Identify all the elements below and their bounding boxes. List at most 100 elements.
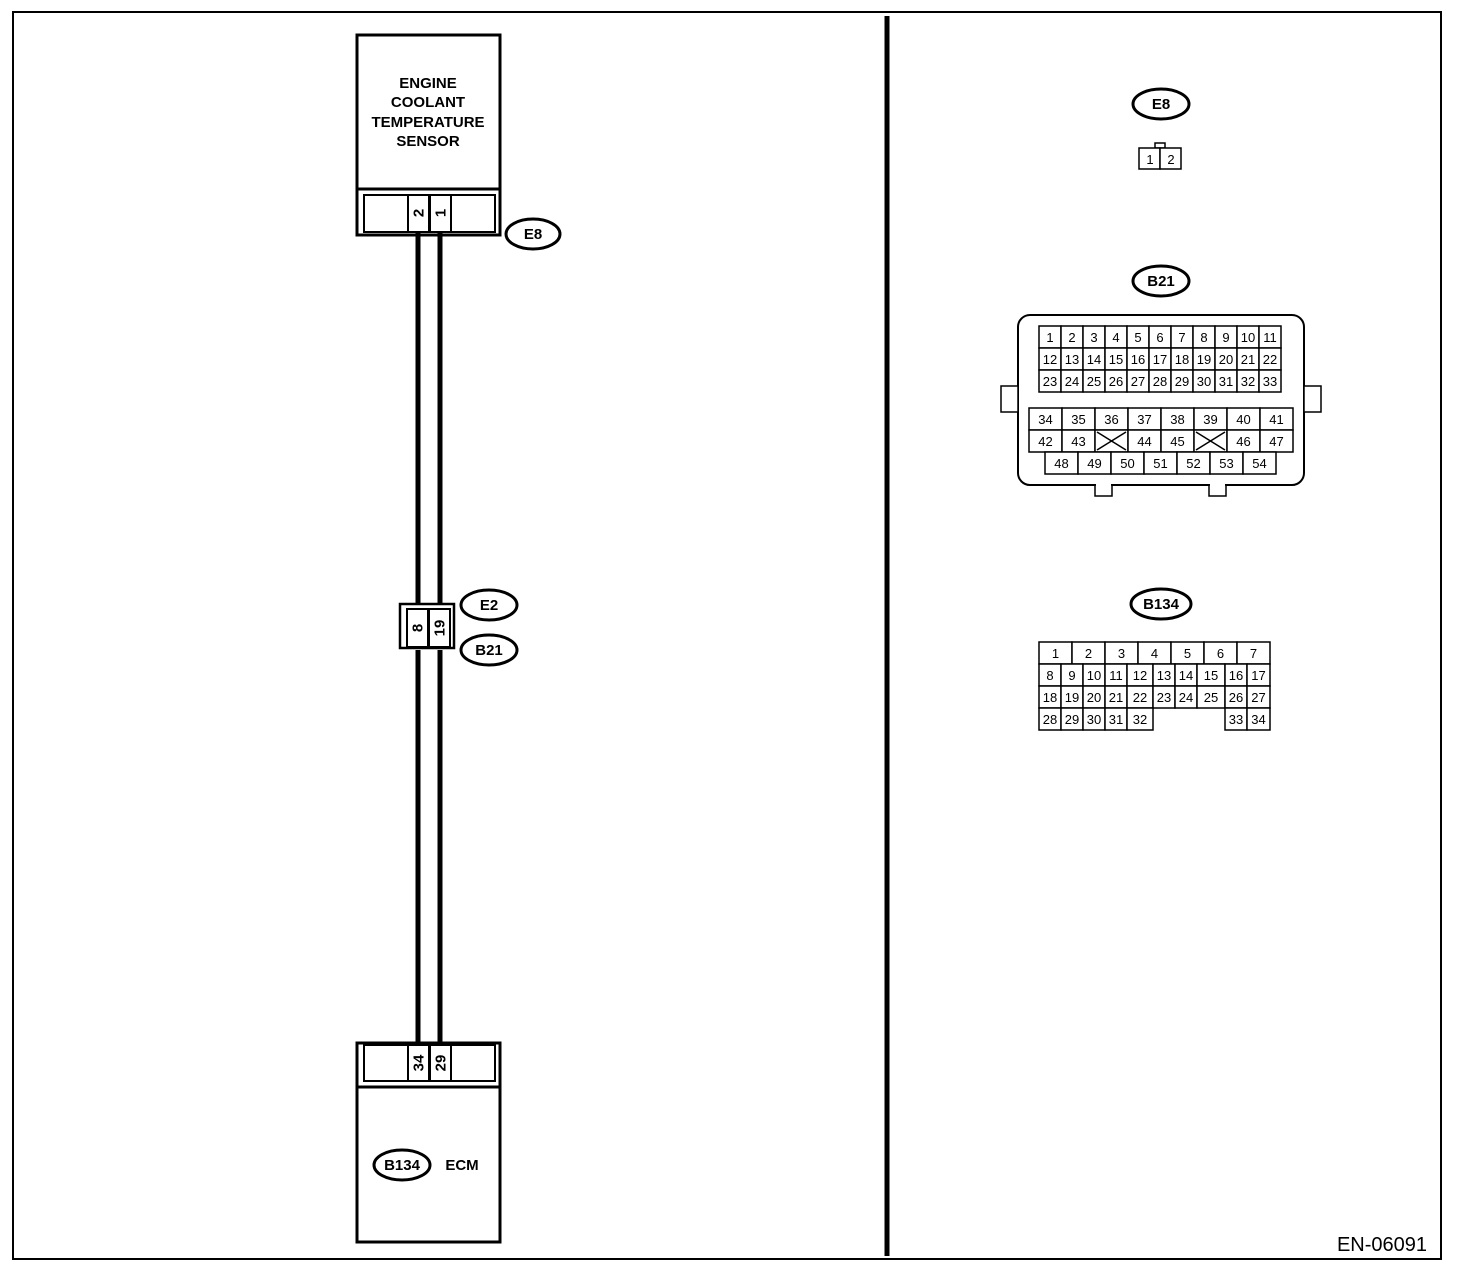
b134-pin-label: 20 (1087, 690, 1101, 705)
ecm-pin-label: 34 (411, 1054, 428, 1071)
b134-pin-label: 2 (1085, 646, 1092, 661)
b21-pin-label: 38 (1170, 412, 1184, 427)
sensor-pin-label: 2 (411, 209, 428, 217)
b21-pin-label: 13 (1065, 352, 1079, 367)
b134-pin-label: 31 (1109, 712, 1123, 727)
b134-pin-label: 24 (1179, 690, 1193, 705)
b21-pin-label: 37 (1137, 412, 1151, 427)
b134-pin-label: 13 (1157, 668, 1171, 683)
b134-pin-label: 1 (1052, 646, 1059, 661)
b134-pin-label: 15 (1204, 668, 1218, 683)
b21-pin-label: 34 (1038, 412, 1052, 427)
b21-pin-label: 20 (1219, 352, 1233, 367)
sensor-title-line: TEMPERATURE (371, 114, 484, 131)
sensor-title-line: ENGINE (399, 75, 457, 92)
b21-pin-label: 51 (1153, 456, 1167, 471)
b134-pin-label: 12 (1133, 668, 1147, 683)
b21-pin-label: 14 (1087, 352, 1101, 367)
b134-pin-label: 17 (1251, 668, 1265, 683)
b134-pin-label: 16 (1229, 668, 1243, 683)
sensor-connector-tag: E8 (504, 217, 562, 251)
b21-pin-label: 39 (1203, 412, 1217, 427)
b21-pin-label: 25 (1087, 374, 1101, 389)
b21-pin-label: 50 (1120, 456, 1134, 471)
b21-pin-label: 54 (1252, 456, 1266, 471)
b21-pin-label: 6 (1156, 330, 1163, 345)
b21-pin-label: 31 (1219, 374, 1233, 389)
b21-pin-label: 22 (1263, 352, 1277, 367)
b21-pin-cell (1242, 451, 1277, 475)
tag-oval (504, 217, 562, 251)
b134-pin-label: 29 (1065, 712, 1079, 727)
joint-pin-cell (428, 608, 451, 648)
b134-pin-label: 23 (1157, 690, 1171, 705)
b21-pin-label: 52 (1186, 456, 1200, 471)
b134-pin-label: 3 (1118, 646, 1125, 661)
tag-oval (1129, 587, 1193, 621)
b21-pin-label: 48 (1054, 456, 1068, 471)
unused-pin-mark (1195, 431, 1226, 451)
joint-connector: 8 19 (398, 602, 456, 650)
sensor-pin-cell (429, 194, 452, 233)
b134-pin-label: 25 (1204, 690, 1218, 705)
b134-pin-label: 30 (1087, 712, 1101, 727)
tag-text: B21 (475, 642, 503, 659)
e8-pin-cell (1159, 147, 1182, 170)
b21-pin-label: 40 (1236, 412, 1250, 427)
b21-pin-label: 7 (1178, 330, 1185, 345)
b134-pin-label: 5 (1184, 646, 1191, 661)
b134-pin-label: 28 (1043, 712, 1057, 727)
ecm-pin-cell (429, 1044, 452, 1082)
b134-pin-label: 8 (1046, 668, 1053, 683)
b21-pin-label: 15 (1109, 352, 1123, 367)
b21-pin-label: 12 (1043, 352, 1057, 367)
b21-pin-label: 42 (1038, 434, 1052, 449)
housing-side-tab (1303, 385, 1322, 413)
tag-text: E2 (480, 597, 498, 614)
b134-pin-label: 22 (1133, 690, 1147, 705)
sensor-block: ENGINE COOLANT TEMPERATURE SENSOR 2 1 (355, 33, 502, 237)
harness-wires (415, 233, 443, 1044)
tag-text: E8 (524, 226, 542, 243)
b134-pin-label: 19 (1065, 690, 1079, 705)
b21-pin-label: 32 (1241, 374, 1255, 389)
b21-pin-label: 27 (1131, 374, 1145, 389)
b21-pin-label: 21 (1241, 352, 1255, 367)
b134-pin-label: 34 (1251, 712, 1265, 727)
joint-pin-label: 8 (410, 624, 427, 632)
b21-pin-label: 33 (1263, 374, 1277, 389)
b21-pin-label: 9 (1222, 330, 1229, 345)
b21-pin-label: 46 (1236, 434, 1250, 449)
housing-side-tab (1000, 385, 1019, 413)
ecm-label: ECM (445, 1157, 478, 1174)
b134-pin-label: 14 (1179, 668, 1193, 683)
b21-pin-label: 29 (1175, 374, 1189, 389)
e8-pin-label: 2 (1167, 152, 1174, 167)
b21-pin-label: 1 (1046, 330, 1053, 345)
sensor-title-line: SENSOR (396, 133, 460, 150)
unused-pin-mark (1096, 431, 1127, 451)
b21-pin-label: 45 (1170, 434, 1184, 449)
b21-pin-label: 18 (1175, 352, 1189, 367)
b21-pin-label: 8 (1200, 330, 1207, 345)
b134-pin-label: 32 (1133, 712, 1147, 727)
b21-pin-label: 23 (1043, 374, 1057, 389)
diagram-frame (12, 11, 1442, 1260)
b21-pin-label: 16 (1131, 352, 1145, 367)
b134-pin-label: 27 (1251, 690, 1265, 705)
b21-pin-label: 47 (1269, 434, 1283, 449)
b21-pin-label: 11 (1263, 330, 1277, 345)
b134-pin-cell (1246, 707, 1271, 731)
tag-oval (459, 588, 519, 622)
b134-pin-label: 11 (1109, 668, 1123, 683)
joint-tag-b21: B21 (459, 633, 519, 667)
b134-pin-cell (1126, 707, 1154, 731)
b21-pin-label: 26 (1109, 374, 1123, 389)
b134-pin-label: 9 (1068, 668, 1075, 683)
b134-pin-label: 4 (1151, 646, 1158, 661)
b134-pin-label: 33 (1229, 712, 1243, 727)
b134-pin-label: 26 (1229, 690, 1243, 705)
b21-pin-cell (1258, 369, 1282, 393)
